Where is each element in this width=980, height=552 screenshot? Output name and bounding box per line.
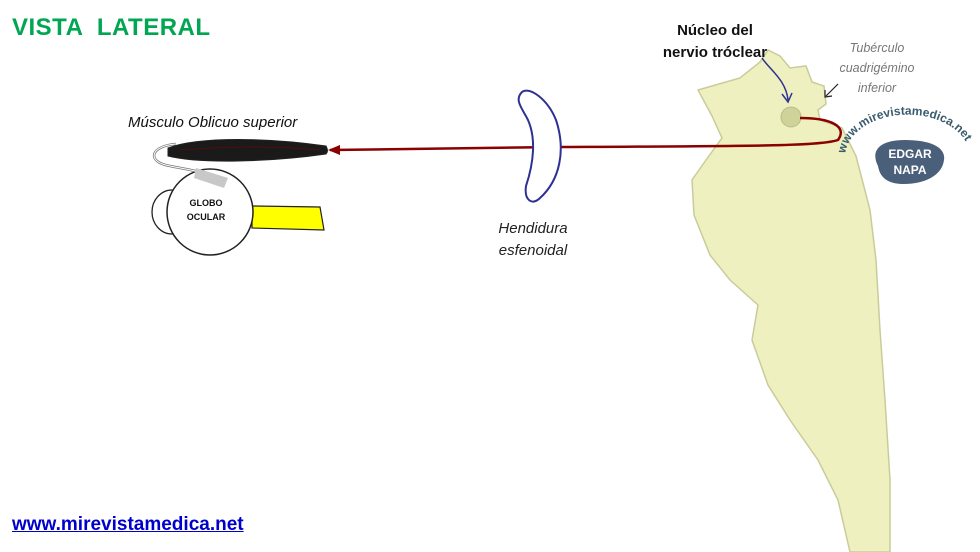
label-tuberculo-line3: inferior (857, 81, 897, 95)
label-globo-line1: GLOBO (189, 198, 223, 208)
label-superior-oblique: Músculo Oblicuo superior (128, 114, 298, 131)
label-tuberculo-line2: cuadrigémino (839, 61, 915, 75)
tuberculo-pointer-arrow (824, 90, 833, 98)
website-link[interactable]: www.mirevistamedica.net (12, 514, 244, 535)
label-globo-line2: OCULAR (186, 212, 226, 222)
label-hendidura-line2: esfenoidal (498, 242, 568, 259)
page-title: VISTA LATERAL (12, 14, 211, 41)
label-sphenoidal-fissure: Hendidura esfenoidal (478, 218, 588, 262)
logo-center-text: EDGAR NAPA (876, 146, 944, 186)
trochlear-nerve-arrow (328, 145, 340, 155)
nucleus-pointer-arrow (781, 92, 793, 104)
logo-line2: NAPA (893, 163, 927, 177)
eyeball (166, 168, 254, 256)
trochlear-nerve (329, 116, 842, 152)
label-nucleo-line2: nervio tróclear (662, 44, 768, 61)
sphenoidal-fissure (517, 89, 562, 203)
label-tuberculo-line1: Tubérculo (849, 41, 905, 55)
label-hendidura-line1: Hendidura (498, 220, 568, 237)
brainstem-shape (691, 49, 891, 552)
nucleus-pointer (761, 57, 789, 101)
trochlear-nucleus (780, 106, 802, 128)
label-nucleo-line1: Núcleo del (677, 22, 753, 39)
superior-oblique-muscle (167, 139, 328, 162)
label-trochlear-nucleus: Núcleo del nervio tróclear (650, 20, 780, 64)
label-inferior-colliculus: Tubérculo cuadrigémino inferior (822, 38, 932, 98)
logo-line1: EDGAR (888, 147, 932, 161)
label-globo-ocular: GLOBO OCULAR (176, 196, 236, 224)
tendon-insertion (194, 168, 228, 188)
tuberculo-pointer (825, 83, 839, 97)
muscle-fibers (179, 146, 321, 151)
optic-nerve (251, 205, 325, 231)
